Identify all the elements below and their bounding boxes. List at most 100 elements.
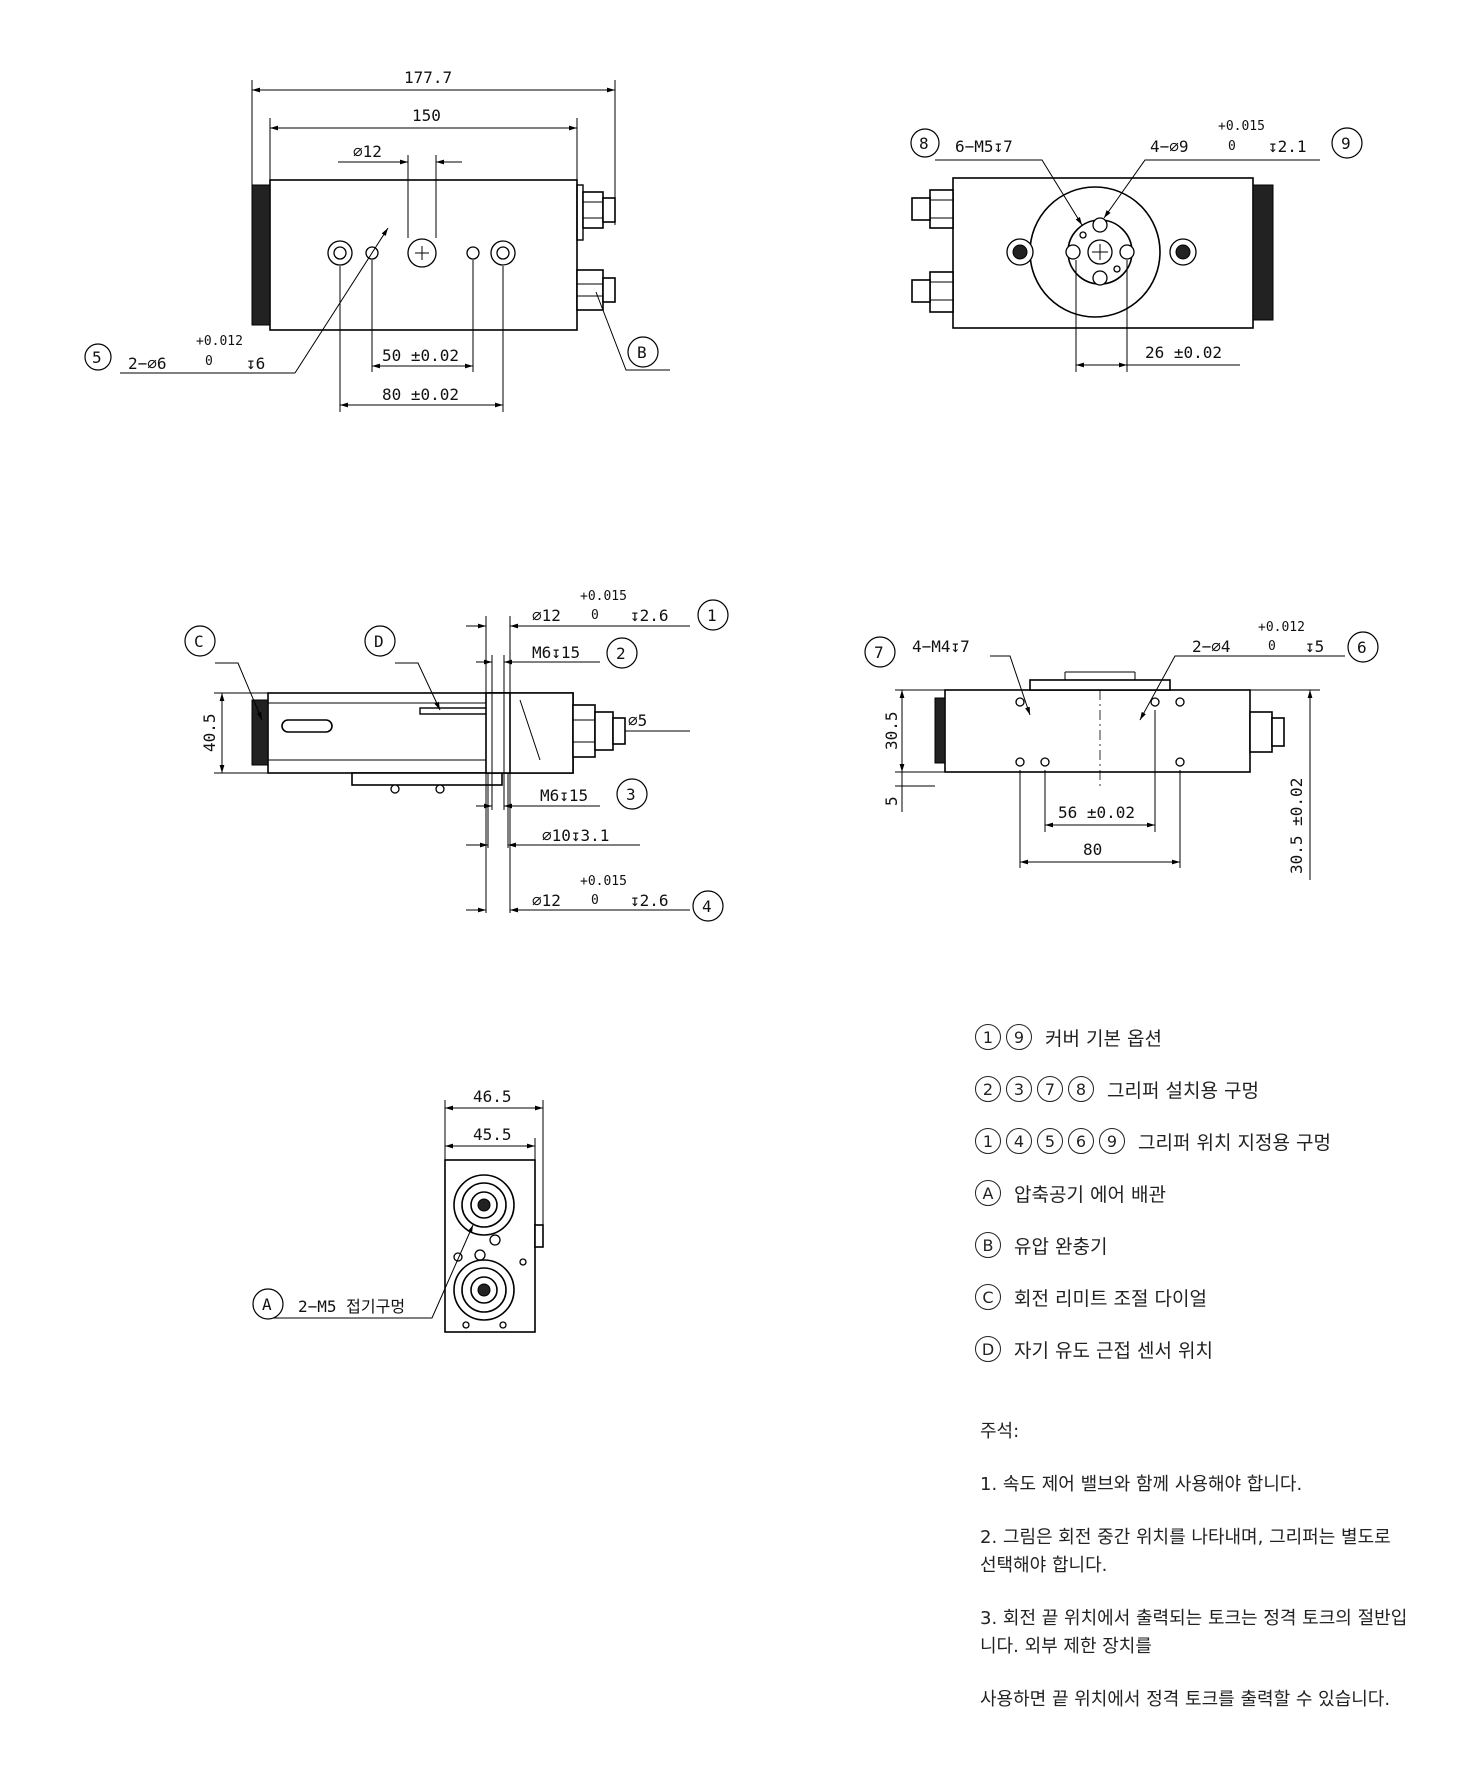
bottom-view-fitting <box>1249 711 1285 753</box>
callout-5-text: 2−∅6 <box>128 354 167 373</box>
end-view: 8 6−M5↧7 4−∅9 +0.015 0 ↧2.1 9 26 ±0.02 <box>910 119 1363 372</box>
callout-c-badge <box>184 625 216 657</box>
dim-bottom-height-1: 30.5 <box>882 711 901 750</box>
note-1: 1. 속도 제어 밸브와 함께 사용해야 합니다. <box>980 1474 1303 1495</box>
legend-badge: 7 <box>1037 1076 1063 1102</box>
callout-1-tol-upper: +0.015 <box>580 589 627 604</box>
notes: 주석: 1. 속도 제어 밸브와 함께 사용해야 합니다. 2. 그림은 회전 … <box>980 1418 1410 1739</box>
callout-7-badge <box>864 636 896 668</box>
callout-6-tol-lower: 0 <box>1268 639 1276 654</box>
callout-5-tol-lower: 0 <box>205 354 213 369</box>
legend-badge: 9 <box>1099 1128 1125 1154</box>
top-view-left-cap <box>251 184 271 326</box>
callout-5-label: 5 <box>92 348 102 367</box>
callout-5-tol-upper: +0.012 <box>196 334 243 349</box>
dim-side-width-outer: 46.5 <box>473 1087 512 1106</box>
callout-6-tol-upper: +0.012 <box>1258 620 1305 635</box>
top-view-pin-right <box>466 246 480 260</box>
callout-4-tol-lower: 0 <box>591 893 599 908</box>
legend-text: 그리퍼 설치용 구멍 <box>1107 1079 1259 1102</box>
callout-4-text: ∅12 <box>532 891 561 910</box>
front-view: C D 40.5 ∅12 +0.015 0 ↧2.6 1 M6↧15 2 ∅5 … <box>184 589 729 922</box>
front-view-slot <box>281 719 333 733</box>
callout-1-badge <box>697 599 729 631</box>
dim-pin-spacing: 50 ±0.02 <box>382 346 459 365</box>
callout-4-depth: ↧2.6 <box>630 891 669 910</box>
dim-shaft-diameter: ∅10↧3.1 <box>542 826 609 845</box>
legend-badge: 2 <box>975 1076 1001 1102</box>
callout-c-label: C <box>194 632 204 651</box>
callout-a-text: 2−M5 접기구멍 <box>298 1297 405 1316</box>
legend-text: 압축공기 에어 배관 <box>1014 1183 1166 1206</box>
callout-4-tol-upper: +0.015 <box>580 874 627 889</box>
legend-row: A 압축공기 에어 배관 <box>975 1178 1425 1208</box>
dim-port-diameter: ∅5 <box>628 711 647 730</box>
callout-9-text: 4−∅9 <box>1150 137 1189 156</box>
dim-bottom-height-2: 5 <box>882 796 901 806</box>
callout-1-label: 1 <box>707 606 717 625</box>
callout-9-badge <box>1331 127 1363 159</box>
callout-2-badge <box>606 637 638 669</box>
front-view-base <box>351 772 503 786</box>
legend-badge: 3 <box>1006 1076 1032 1102</box>
legend-badge: C <box>975 1284 1001 1310</box>
callout-4-badge <box>692 890 724 922</box>
callout-d-badge <box>364 625 396 657</box>
top-view-fitting-lower <box>576 269 616 311</box>
callout-8-badge <box>910 128 940 158</box>
top-view-fitting-upper <box>582 191 616 229</box>
callout-9-tol-upper: +0.015 <box>1218 119 1265 134</box>
callout-d-label: D <box>374 632 384 651</box>
callout-6-depth: ↧5 <box>1305 637 1324 656</box>
note-2: 2. 그림은 회전 중간 위치를 나타내며, 그리퍼는 별도로 선택해야 합니다… <box>980 1527 1391 1576</box>
dim-overall-length: 177.7 <box>404 68 452 87</box>
front-view-fitting <box>572 704 626 758</box>
side-view: 46.5 45.5 A 2−M5 접기구멍 <box>252 1087 544 1333</box>
dim-front-height: 40.5 <box>200 713 219 752</box>
dim-end-offset: 26 ±0.02 <box>1145 343 1222 362</box>
callout-9-label: 9 <box>1341 134 1351 153</box>
dim-body-length: 150 <box>412 106 441 125</box>
callout-6-label: 6 <box>1357 638 1367 657</box>
dim-bottom-pin-spacing: 56 ±0.02 <box>1058 803 1135 822</box>
callout-1-tol-lower: 0 <box>591 608 599 623</box>
callout-9-tol-lower: 0 <box>1228 139 1236 154</box>
callout-1-text: ∅12 <box>532 606 561 625</box>
end-view-right-cap <box>1252 184 1274 321</box>
callout-2-label: 2 <box>616 644 626 663</box>
callout-b-badge <box>627 336 659 368</box>
callout-3-badge <box>616 778 648 810</box>
top-view: 177.7 150 ∅12 50 ±0.02 80 ±0.02 5 2−∅6 +… <box>84 68 670 412</box>
dim-hole-spacing: 80 ±0.02 <box>382 385 459 404</box>
legend-badge: A <box>975 1180 1001 1206</box>
legend-badge: 9 <box>1006 1024 1032 1050</box>
callout-a-badge <box>252 1288 284 1320</box>
legend-badge: 6 <box>1068 1128 1094 1154</box>
bottom-view-body <box>944 689 1251 773</box>
bottom-view: 7 4−M4↧7 2−∅4 +0.012 0 ↧5 6 30.5 5 56 ±0… <box>864 620 1379 880</box>
legend-badge: 4 <box>1006 1128 1032 1154</box>
legend-text: 커버 기본 옵션 <box>1045 1027 1162 1050</box>
side-view-fitting-upper <box>453 1174 515 1236</box>
legend-badge: 1 <box>975 1024 1001 1050</box>
end-view-fitting-lower <box>911 271 954 313</box>
callout-5-badge <box>84 343 112 371</box>
callout-1-depth: ↧2.6 <box>630 606 669 625</box>
callout-6-badge <box>1347 631 1379 663</box>
note-4: 사용하면 끝 위치에서 정격 토크를 출력할 수 있습니다. <box>980 1689 1391 1710</box>
callout-7-label: 7 <box>874 643 884 662</box>
callout-4-label: 4 <box>702 897 712 916</box>
legend-badge: 5 <box>1037 1128 1063 1154</box>
legend-badge: 1 <box>975 1128 1001 1154</box>
dim-side-width-inner: 45.5 <box>473 1125 512 1144</box>
bottom-view-top-plate <box>1029 679 1171 691</box>
front-view-left-cap <box>251 699 269 766</box>
dim-bore-diameter: ∅12 <box>353 142 382 161</box>
callout-3-text: M6↧15 <box>540 786 588 805</box>
